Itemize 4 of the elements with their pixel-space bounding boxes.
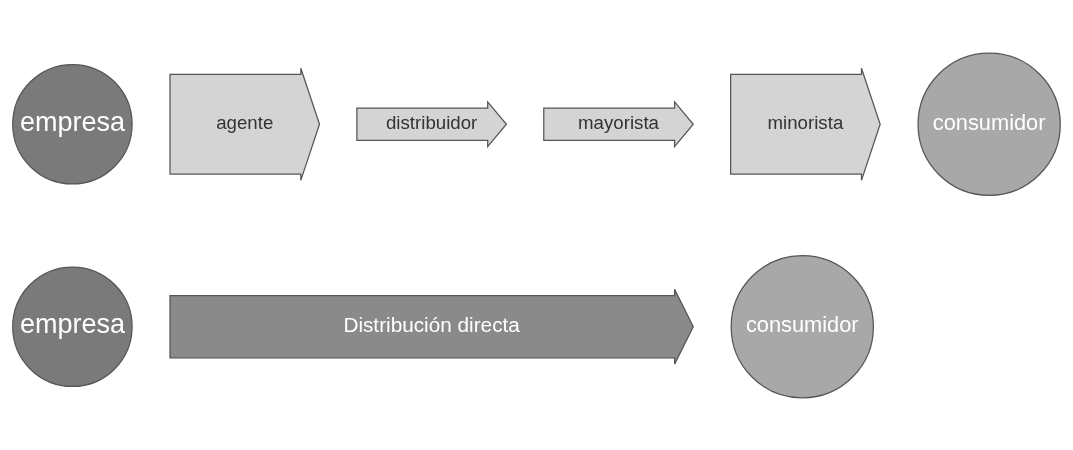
node-circle: consumidor	[917, 52, 1061, 196]
node-circle: consumidor	[730, 254, 875, 398]
node-circle: empresa	[12, 265, 133, 387]
node-circle: empresa	[12, 63, 133, 185]
